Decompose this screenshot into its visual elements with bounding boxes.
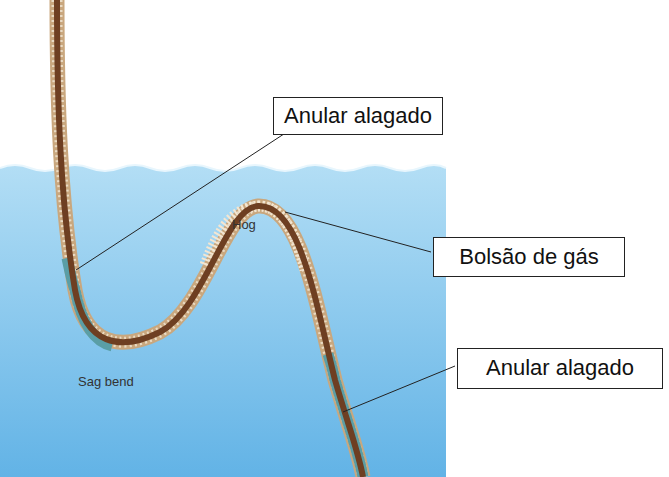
gas-pocket — [205, 206, 305, 270]
leader-line — [76, 130, 290, 270]
region-label: Sag bend — [78, 374, 134, 389]
callout-box: Anular alagado — [273, 97, 443, 135]
callout-box: Anular alagado — [457, 348, 663, 389]
riser-outer-sheath — [57, 0, 363, 477]
leader-line — [343, 366, 455, 412]
region-label: Hog — [232, 217, 256, 232]
callout-text: Anular alagado — [284, 103, 432, 129]
callout-text: Anular alagado — [486, 355, 634, 381]
leader-line — [285, 212, 431, 252]
riser-armour — [57, 0, 363, 477]
riser-bore — [57, 0, 363, 477]
callout-box: Bolsão de gás — [433, 237, 625, 277]
callout-text: Bolsão de gás — [459, 244, 598, 270]
